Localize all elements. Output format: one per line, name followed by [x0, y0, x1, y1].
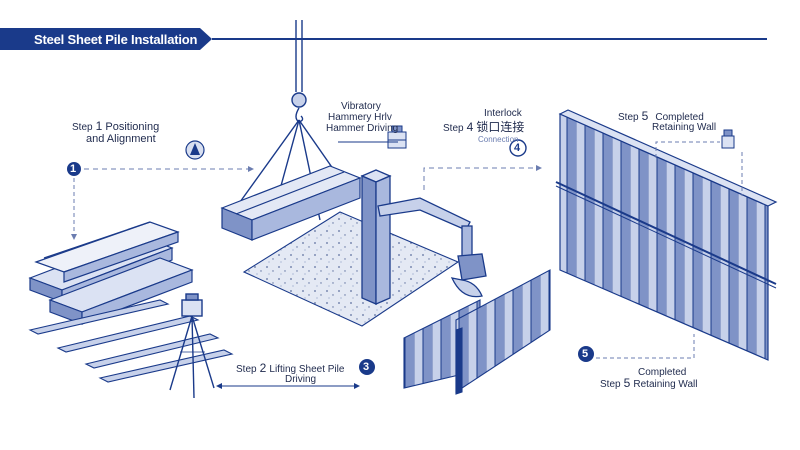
leader-step5-bottom	[596, 334, 695, 359]
step5-bottom-step-word: Step	[600, 379, 621, 390]
step1-label: Step 1 Positioning	[72, 120, 159, 134]
step1-title-line2: and Alignment	[86, 133, 156, 145]
flat-plates	[28, 299, 234, 383]
step5-bottom-label: Step 5 Retaining Wall	[600, 377, 698, 391]
flow-arrow-3	[216, 383, 360, 389]
vibratory-hammer-rig	[360, 169, 487, 305]
step2-badge	[359, 359, 375, 375]
step2-line1: Lifting Sheet Pile	[269, 364, 345, 375]
step4-title: Interlock	[484, 108, 522, 119]
step5-top-line1: Completed	[655, 112, 704, 123]
step2-label: Step 2 Lifting Sheet Pile	[236, 362, 344, 376]
step5-bottom-badge	[578, 346, 594, 362]
flow-arrow-2	[423, 165, 542, 190]
step4-step-number: 4	[466, 120, 474, 134]
step2-badge-number: 3	[363, 361, 370, 373]
step1-step-word: Step	[72, 122, 93, 133]
monument-icon	[721, 129, 735, 149]
leader-step5-top	[655, 141, 743, 196]
step5-bottom-step-number: 5	[623, 376, 631, 390]
step4-badge-number: 4	[514, 142, 521, 154]
step5-bottom-line2: Retaining Wall	[633, 379, 698, 390]
step4-cjk-label: 锁口连接	[476, 120, 525, 134]
step2-step-number: 2	[259, 361, 267, 375]
vibratory-line3: Hammer Driving	[326, 123, 399, 134]
step1-title-line1: Positioning	[105, 121, 160, 133]
tripod-level	[169, 293, 215, 399]
step5-bottom-badge-number: 5	[582, 348, 589, 360]
step4-badge	[509, 139, 527, 157]
survey-marker-icon	[185, 140, 205, 160]
step5-top-label: Step 5 Completed	[618, 110, 704, 124]
vibratory-line1: Vibratory	[341, 101, 381, 112]
sheet-pile-front	[403, 269, 551, 395]
retaining-wall	[555, 109, 778, 361]
beam-stack	[28, 221, 194, 325]
vibratory-line2: Hammery Hrlv	[328, 112, 392, 123]
step1-badge	[67, 162, 81, 176]
step5-top-line2: Retaining Wall	[652, 122, 717, 133]
step5-bottom-line1: Completed	[638, 367, 687, 378]
step4-label: Step 4 锁口连接	[443, 121, 524, 135]
step2-step-word: Step	[236, 364, 257, 375]
step1-step-number: 1	[95, 119, 103, 133]
step1-badge-number: 1	[70, 163, 77, 175]
step4-step-word: Step	[443, 123, 464, 134]
step2-line2: Driving	[285, 374, 317, 385]
step5-top-step-word: Step	[618, 112, 639, 123]
hammer-icon	[387, 125, 407, 149]
title-banner	[0, 28, 212, 50]
suspended-beam	[220, 165, 362, 241]
step5-top-step-number: 5	[641, 109, 649, 123]
flow-arrow-1	[71, 166, 254, 240]
page-title: Steel Sheet Pile Installation	[34, 32, 198, 47]
header-rule	[212, 38, 767, 40]
excavation-pit	[242, 211, 460, 327]
step4-subtitle: Connection	[478, 135, 519, 144]
